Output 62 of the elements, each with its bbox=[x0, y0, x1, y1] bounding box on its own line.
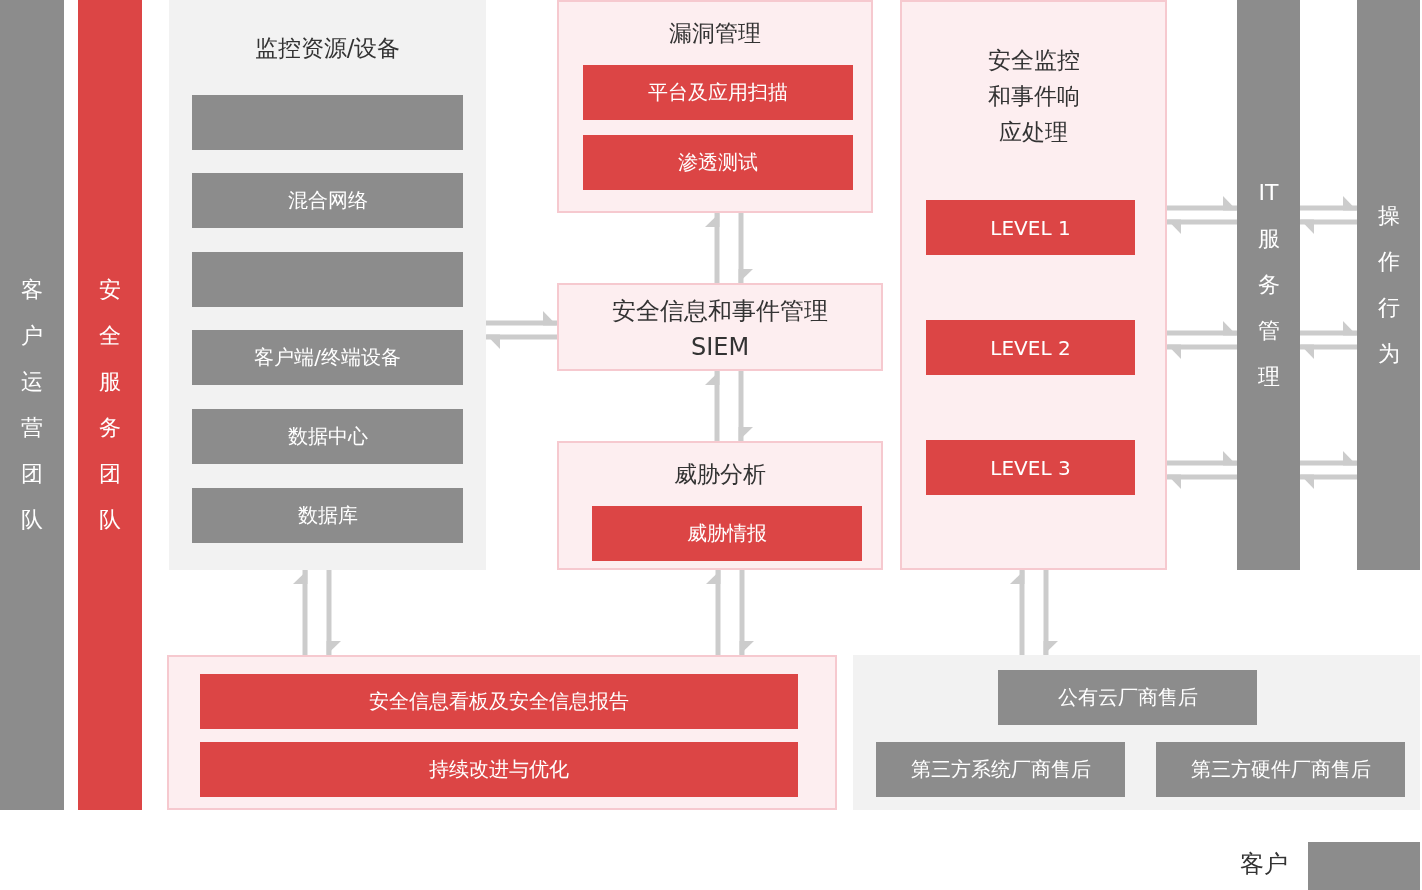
panel bbox=[557, 441, 883, 570]
arrow bbox=[1300, 474, 1357, 489]
arrow bbox=[1167, 321, 1237, 336]
resource-box bbox=[192, 252, 463, 307]
arrow bbox=[1167, 196, 1237, 211]
service-box: LEVEL 3 bbox=[926, 440, 1135, 495]
panel-heading: 威胁分析 bbox=[673, 460, 767, 489]
arrow bbox=[1010, 570, 1025, 655]
arrow bbox=[1167, 344, 1237, 359]
bar-label: IT服务管理 bbox=[1256, 179, 1281, 391]
panel bbox=[853, 655, 1420, 810]
arrow bbox=[705, 371, 720, 441]
arrow bbox=[1300, 196, 1357, 211]
arrow bbox=[738, 213, 753, 283]
team-bar bbox=[1237, 0, 1300, 570]
arrow bbox=[1300, 451, 1357, 466]
panel-heading: 安全监控和事件响应处理 bbox=[986, 46, 1081, 147]
panel-heading: 漏洞管理 bbox=[668, 19, 762, 48]
resource-box: 数据中心 bbox=[192, 409, 463, 464]
service-box: LEVEL 2 bbox=[926, 320, 1135, 375]
arrow bbox=[706, 570, 721, 655]
arrow bbox=[1300, 219, 1357, 234]
arrow bbox=[486, 311, 557, 326]
arrow bbox=[293, 570, 308, 655]
resource-box: 客户端/终端设备 bbox=[192, 330, 463, 385]
panel-heading: 安全信息和事件管理 SIEM bbox=[611, 296, 829, 363]
panel bbox=[557, 283, 883, 371]
service-box: 平台及应用扫描 bbox=[583, 65, 853, 120]
service-box: LEVEL 1 bbox=[926, 200, 1135, 255]
team-bar bbox=[0, 0, 64, 810]
bar-label: 操作行为 bbox=[1376, 202, 1401, 368]
bar-label: 客户运营团队 bbox=[20, 276, 44, 534]
arrow bbox=[738, 371, 753, 441]
resource-box: 公有云厂商售后 bbox=[998, 670, 1257, 725]
arrow bbox=[705, 213, 720, 283]
resource-box: 混合网络 bbox=[192, 173, 463, 228]
resource-box: 数据库 bbox=[192, 488, 463, 543]
panel bbox=[557, 0, 873, 213]
panel-heading: 监控资源/设备 bbox=[253, 34, 402, 63]
arrow bbox=[1167, 474, 1237, 489]
arrow bbox=[486, 334, 557, 349]
panel bbox=[169, 0, 486, 570]
arrow bbox=[739, 570, 754, 655]
panel bbox=[900, 0, 1167, 570]
arrow bbox=[1167, 219, 1237, 234]
team-bar bbox=[1357, 0, 1420, 570]
team-bar bbox=[78, 0, 142, 810]
legend-label: 客户 bbox=[1239, 849, 1288, 880]
arrow bbox=[1300, 321, 1357, 336]
resource-box: 第三方系统厂商售后 bbox=[876, 742, 1125, 797]
service-box: 渗透测试 bbox=[583, 135, 853, 190]
panel bbox=[167, 655, 837, 810]
bar-label: 安全服务团队 bbox=[98, 276, 122, 534]
service-box: 持续改进与优化 bbox=[200, 742, 798, 797]
resource-box: 第三方硬件厂商售后 bbox=[1156, 742, 1405, 797]
arrow bbox=[1167, 451, 1237, 466]
arrow bbox=[1043, 570, 1058, 655]
service-box: 威胁情报 bbox=[592, 506, 862, 561]
resource-box bbox=[192, 95, 463, 150]
arrow bbox=[326, 570, 341, 655]
service-box: 安全信息看板及安全信息报告 bbox=[200, 674, 798, 729]
arrow bbox=[1300, 344, 1357, 359]
